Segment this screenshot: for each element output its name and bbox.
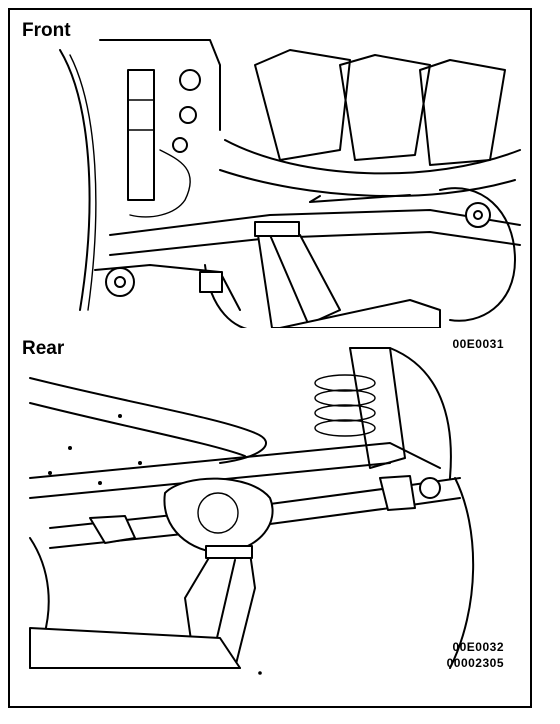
front-title: Front — [22, 20, 71, 41]
front-jack-point-illustration: Front — [10, 10, 530, 328]
illustration-frame: Front — [8, 8, 532, 708]
rear-figure-code: 00E0032 — [452, 640, 504, 654]
floor-jack-rear — [29, 545, 256, 669]
front-figure-code: 00E0031 — [452, 337, 504, 351]
rear-title: Rear — [22, 338, 65, 359]
document-code: 00002305 — [446, 656, 504, 670]
rear-jack-point-illustration: Rear — [10, 328, 530, 706]
differential — [163, 477, 274, 554]
floor-pan-holes — [48, 414, 142, 485]
coil-spring — [314, 374, 376, 437]
front-undercarriage-drawing — [59, 39, 521, 328]
floor-jack-front — [254, 221, 441, 328]
shock-absorber — [127, 69, 201, 201]
front-arrow — [309, 194, 411, 203]
skid-plate — [219, 49, 521, 197]
rear-undercarriage-drawing — [29, 347, 475, 675]
